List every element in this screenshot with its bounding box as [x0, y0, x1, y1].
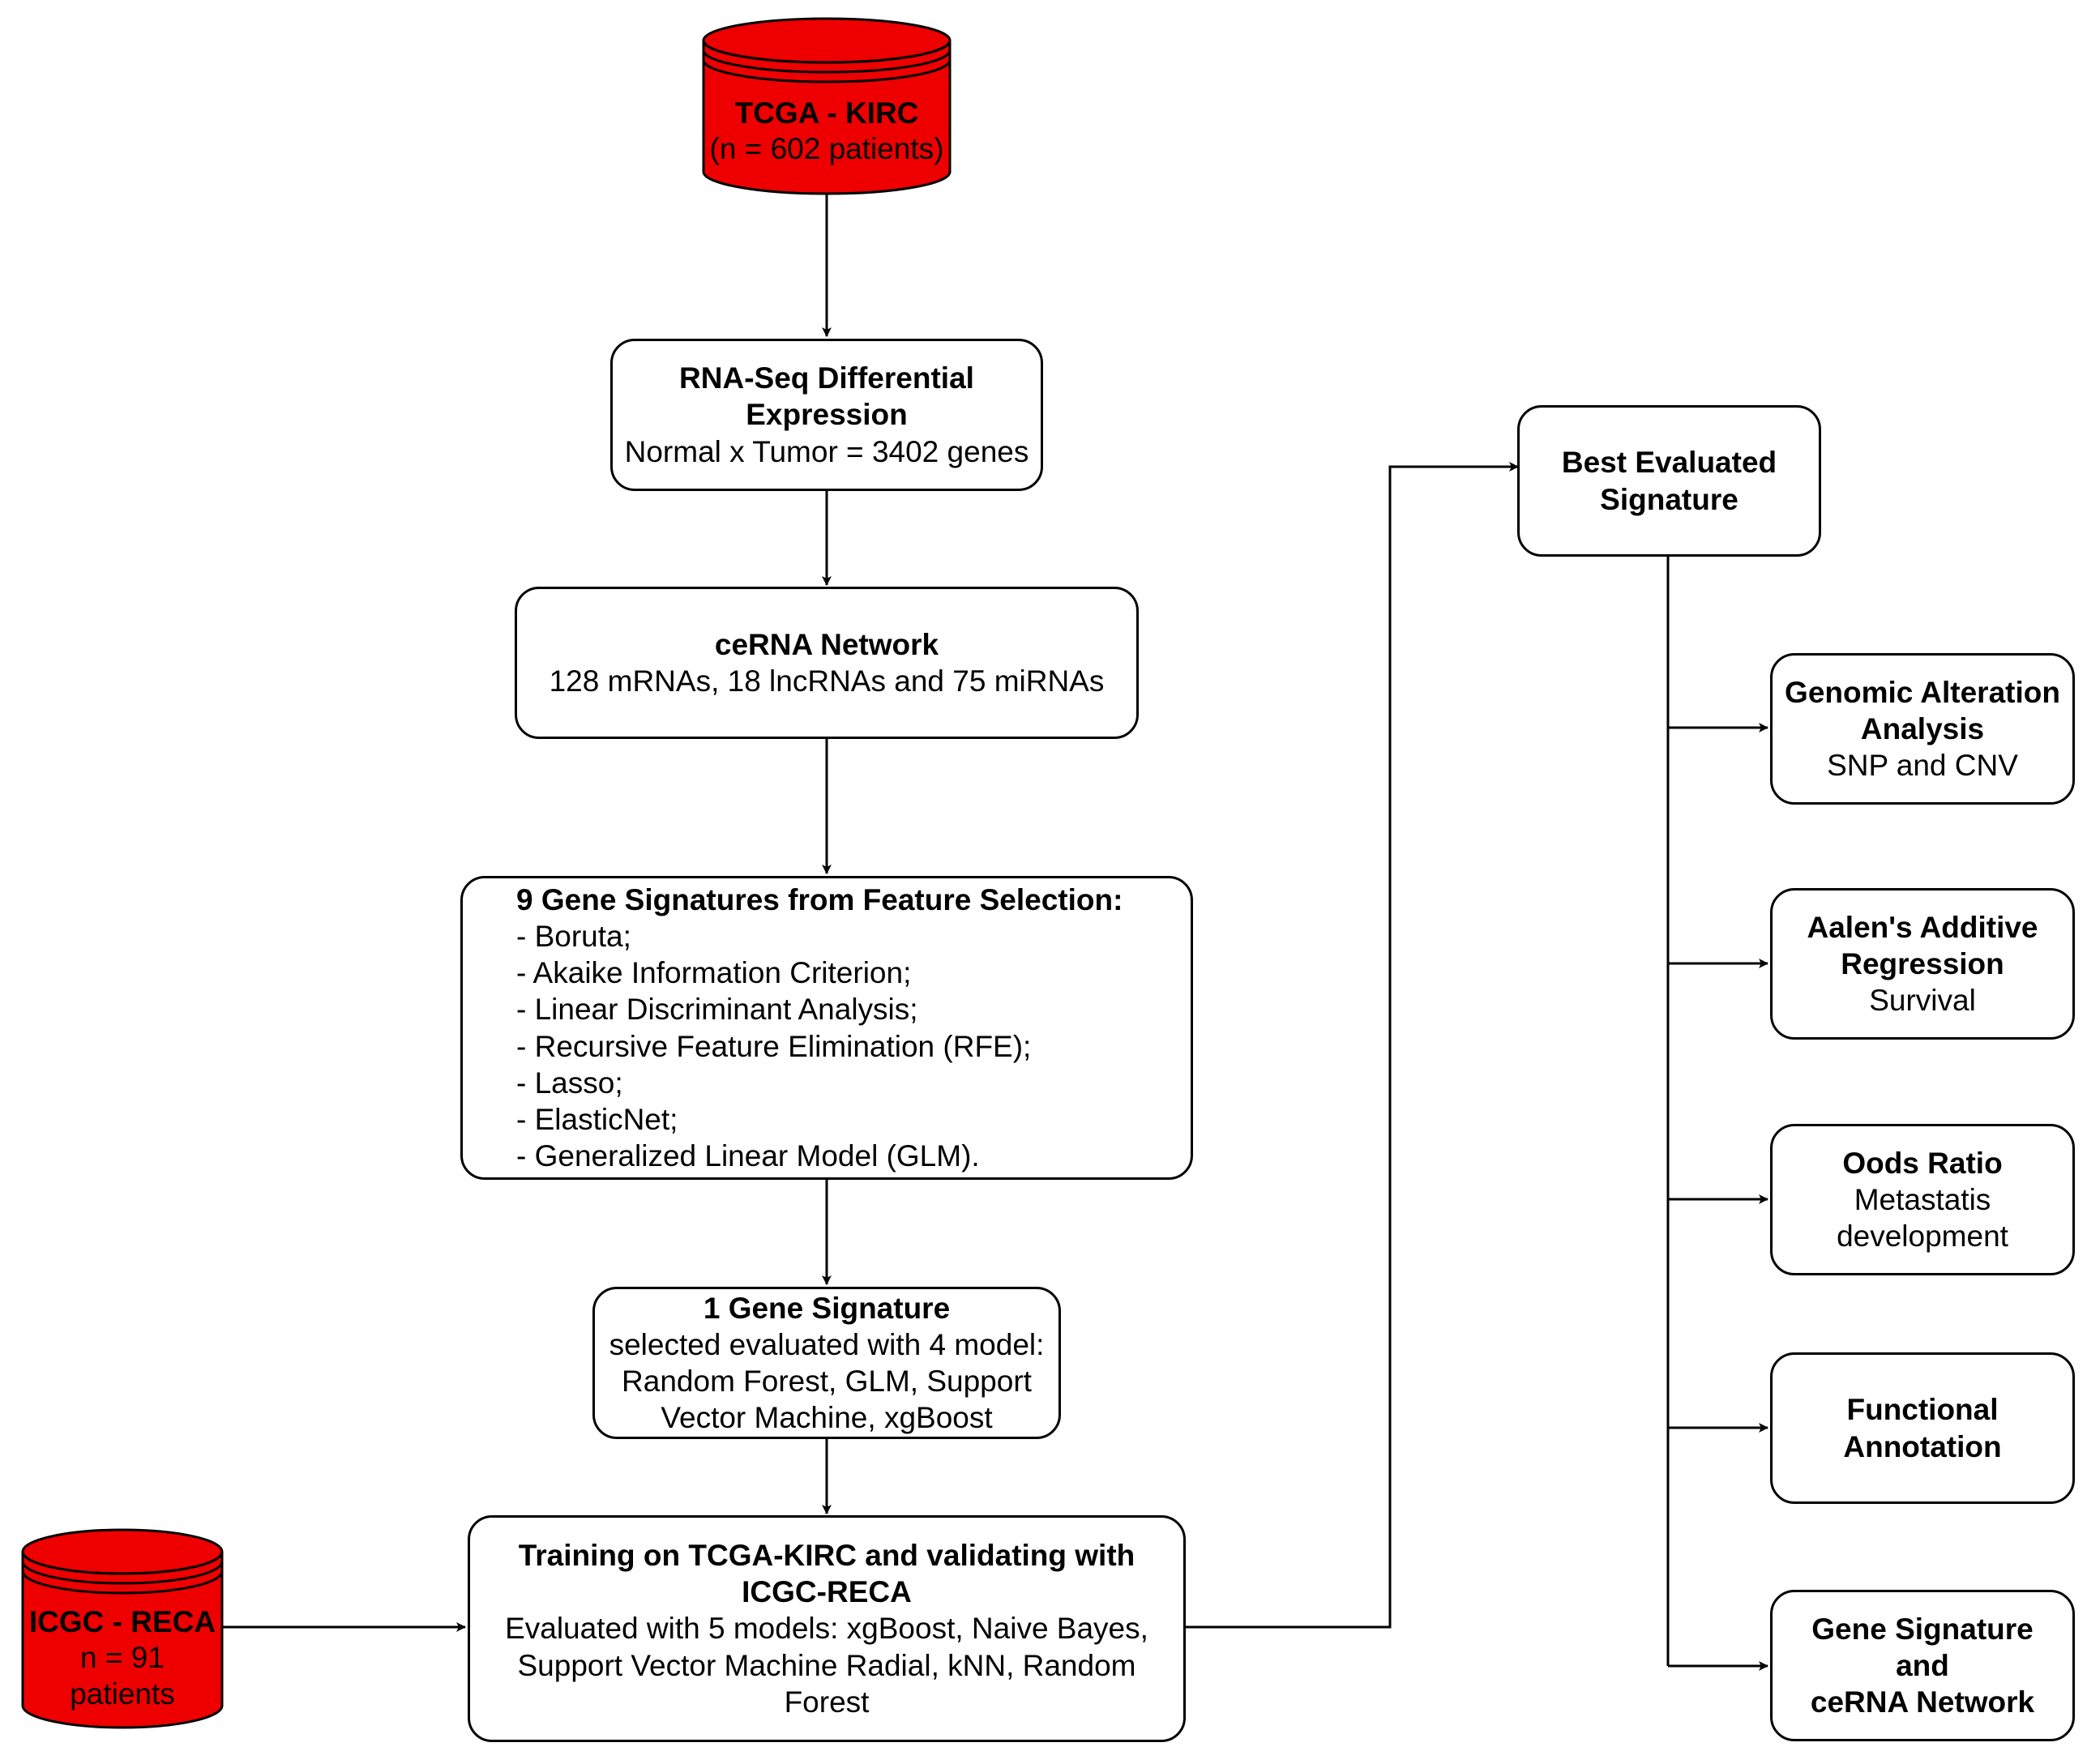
genesig-title-line-2: ceRNA Network — [1810, 1685, 2035, 1719]
signature1-line-1: selected evaluated with 4 model: — [609, 1327, 1045, 1361]
odds-line-1: Metastatis — [1854, 1182, 1991, 1216]
signatures9-node: 9 Gene Signatures from Feature Selection… — [460, 876, 1193, 1180]
database-icon — [702, 17, 952, 195]
cerna-node: ceRNA Network 128 mRNAs, 18 lncRNAs and … — [515, 587, 1139, 739]
rnaseq-title-line-1: RNA-Seq Differential — [679, 361, 974, 395]
aalen-subtitle: Survival — [1869, 984, 1976, 1018]
tcga-count: (n = 602 patients) — [709, 132, 944, 166]
odds-title: Oods Ratio — [1842, 1146, 2003, 1180]
list-item: - Generalized Linear Model (GLM). — [516, 1138, 980, 1172]
tcga-title: TCGA - KIRC — [734, 96, 919, 130]
rnaseq-subtitle: Normal x Tumor = 3402 genes — [624, 434, 1029, 468]
tcga-database: TCGA - KIRC (n = 602 patients) — [701, 16, 952, 196]
training-line-3: Forest — [784, 1685, 870, 1719]
training-line-1: Evaluated with 5 models: xgBoost, Naive … — [505, 1612, 1148, 1646]
arrow-training-to-best — [1185, 462, 1519, 1629]
training-title-line-1: Training on TCGA-KIRC and validating wit… — [518, 1539, 1135, 1573]
cerna-title: ceRNA Network — [714, 627, 939, 661]
signature1-line-2: Random Forest, GLM, Support — [622, 1365, 1032, 1398]
functional-title-line-2: Annotation — [1843, 1429, 2002, 1463]
list-item: - Akaike Information Criterion; — [516, 956, 912, 990]
cerna-subtitle: 128 mRNAs, 18 lncRNAs and 75 miRNAs — [549, 664, 1105, 698]
rnaseq-node: RNA-Seq Differential Expression Normal x… — [610, 339, 1043, 491]
best-signature-node: Best Evaluated Signature — [1517, 405, 1821, 557]
odds-node: Oods Ratio Metastatis development — [1770, 1124, 2075, 1275]
icgc-count-line-2: patients — [70, 1676, 175, 1711]
training-line-2: Support Vector Machine Radial, kNN, Rand… — [517, 1648, 1136, 1682]
genomic-title-line-2: Analysis — [1860, 711, 1985, 745]
list-item: - Recursive Feature Elimination (RFE); — [516, 1029, 1032, 1063]
database-icon — [21, 1528, 224, 1729]
list-item: - Linear Discriminant Analysis; — [516, 993, 918, 1027]
signature1-title: 1 Gene Signature — [703, 1291, 951, 1325]
list-item: - Lasso; — [516, 1066, 623, 1100]
training-node: Training on TCGA-KIRC and validating wit… — [468, 1515, 1186, 1742]
functional-node: Functional Annotation — [1770, 1352, 2075, 1504]
genesig-title-line-1: Gene Signature and — [1811, 1612, 2034, 1682]
aalen-title-line-2: Regression — [1841, 946, 2004, 980]
best-title-line-1: Best Evaluated — [1561, 446, 1777, 480]
icgc-database: ICGC - RECA n = 91 patients — [20, 1527, 225, 1730]
aalen-title-line-1: Aalen's Additive — [1807, 910, 2038, 944]
icgc-count-line-1: n = 91 — [80, 1641, 165, 1675]
genesig-node: Gene Signature and ceRNA Network — [1770, 1590, 2075, 1741]
best-title-line-2: Signature — [1600, 482, 1738, 516]
odds-line-2: development — [1837, 1219, 2008, 1254]
genomic-subtitle: SNP and CNV — [1827, 749, 2018, 783]
list-item: - Boruta; — [516, 920, 631, 954]
aalen-node: Aalen's Additive Regression Survival — [1770, 888, 2075, 1040]
feature-selection-list: - Boruta; - Akaike Information Criterion… — [516, 918, 1031, 1174]
signature1-node: 1 Gene Signature selected evaluated with… — [592, 1287, 1061, 1439]
genomic-node: Genomic Alteration Analysis SNP and CNV — [1770, 653, 2075, 805]
signature1-line-3: Vector Machine, xgBoost — [661, 1401, 993, 1435]
list-item: - ElasticNet; — [516, 1102, 678, 1136]
rnaseq-title-line-2: Expression — [746, 398, 908, 432]
training-title-line-2: ICGC-RECA — [742, 1575, 912, 1609]
genomic-title-line-1: Genomic Alteration — [1785, 675, 2060, 709]
signatures9-title: 9 Gene Signatures from Feature Selection… — [516, 883, 1123, 916]
icgc-title: ICGC - RECA — [28, 1605, 216, 1638]
functional-title-line-1: Functional — [1846, 1393, 1999, 1427]
